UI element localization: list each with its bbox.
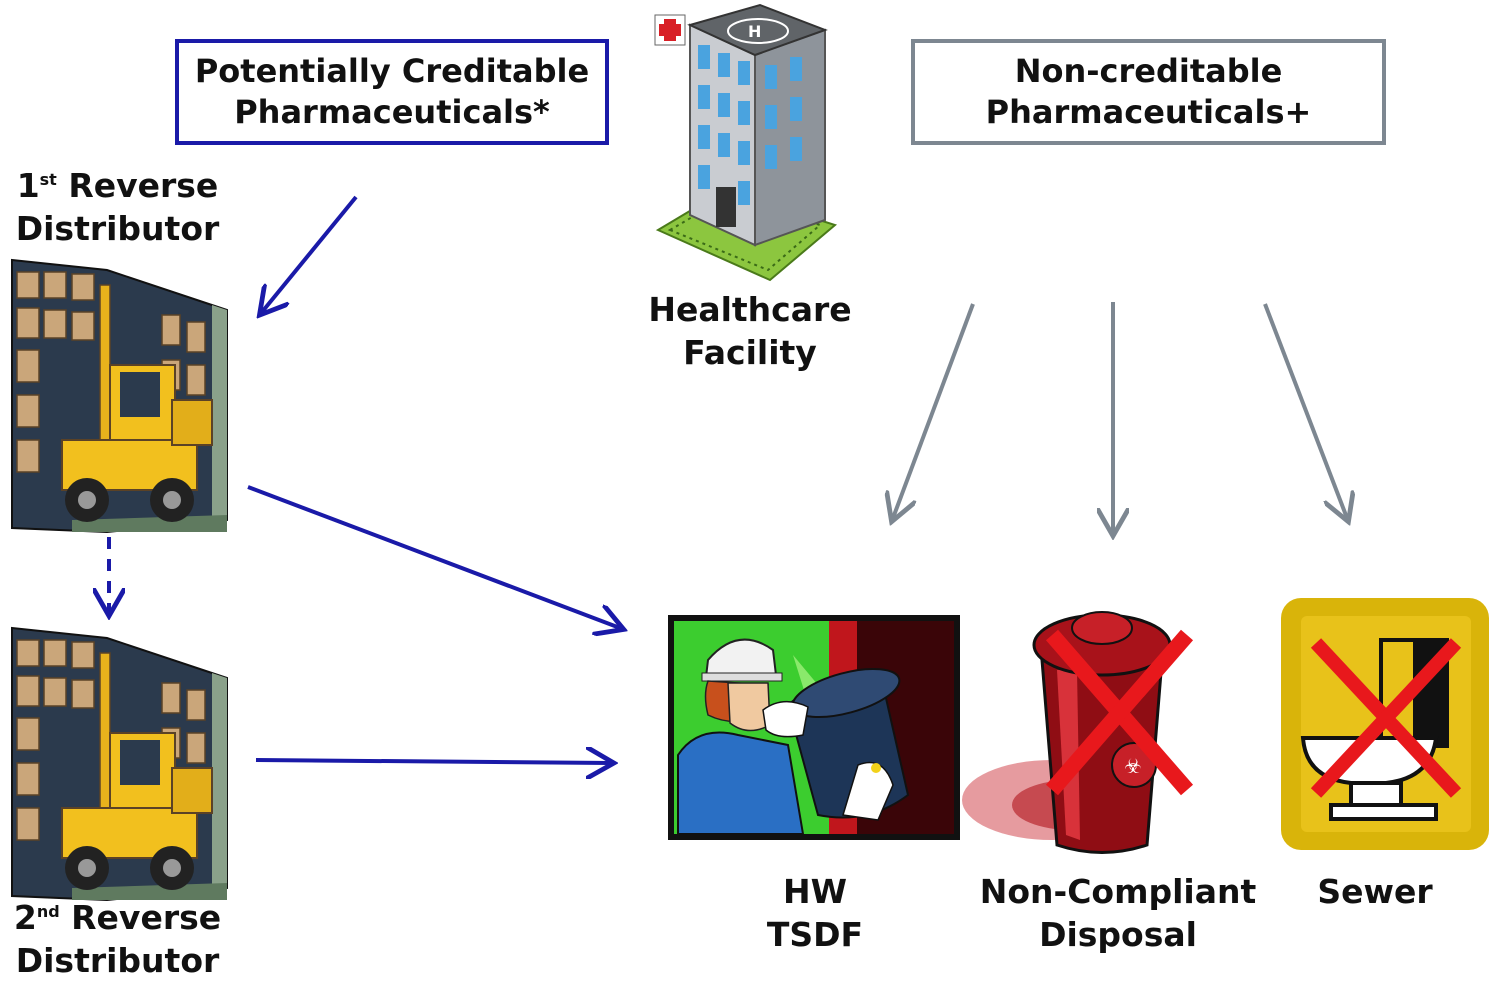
- noncreditable-box-line2: Pharmaceuticals+: [985, 93, 1312, 131]
- first-distributor-line1: Reverse: [56, 166, 219, 205]
- healthcare-facility-label: Healthcare Facility: [630, 288, 870, 374]
- first-distributor-suffix: st: [39, 170, 57, 189]
- noncreditable-pharmaceuticals-box: Non-creditable Pharmaceuticals+: [911, 39, 1386, 145]
- sewer-label: Sewer: [1275, 870, 1475, 913]
- creditable-pharmaceuticals-box: Potentially Creditable Pharmaceuticals*: [175, 39, 609, 145]
- second-distributor-suffix: nd: [36, 902, 60, 921]
- noncreditable-box-line1: Non-creditable: [1014, 52, 1283, 90]
- second-distributor-line2: Distributor: [15, 941, 220, 980]
- noncompliant-disposal-label: Non-Compliant Disposal: [968, 870, 1268, 956]
- noncompliant-disposal-line2: Disposal: [1039, 915, 1197, 954]
- second-reverse-distributor-label: 2nd Reverse Distributor: [5, 896, 230, 982]
- sewer-line1: Sewer: [1317, 872, 1433, 911]
- hw-tsdf-line2: TSDF: [766, 915, 864, 954]
- arrow-facility-to-hw: [893, 303, 975, 518]
- hw-tsdf-line1: HW: [782, 872, 848, 911]
- arrow-facility-to-sewer: [1263, 303, 1347, 518]
- hospital-building-icon: H: [654, 3, 838, 282]
- arrow-distributor1-to-hw: [247, 485, 620, 628]
- biohazard-trash-can-icon: ☣: [962, 611, 1194, 854]
- arrow-distributor2-to-hw: [255, 760, 610, 763]
- warehouse-forklift-icon: [11, 258, 228, 534]
- warehouse-forklift-icon: [11, 626, 228, 902]
- creditable-box-line2: Pharmaceuticals*: [234, 93, 550, 131]
- healthcare-facility-line2: Facility: [683, 333, 817, 372]
- arrow-box-to-distributor1: [262, 195, 358, 312]
- hw-tsdf-label: HW TSDF: [695, 870, 935, 956]
- first-reverse-distributor-label: 1st Reverse Distributor: [5, 164, 230, 250]
- second-distributor-ordinal: 2: [13, 898, 37, 937]
- noncompliant-disposal-line1: Non-Compliant: [979, 872, 1257, 911]
- creditable-box-line1: Potentially Creditable: [194, 52, 590, 90]
- svg-text:☣: ☣: [1124, 754, 1142, 778]
- hazmat-worker-barrel-icon: [668, 615, 960, 840]
- first-distributor-ordinal: 1: [16, 166, 40, 205]
- svg-text:H: H: [748, 22, 761, 41]
- second-distributor-line1: Reverse: [59, 898, 222, 937]
- first-distributor-line2: Distributor: [15, 209, 220, 248]
- toilet-sign-icon: [1281, 598, 1489, 850]
- healthcare-facility-line1: Healthcare: [648, 290, 852, 329]
